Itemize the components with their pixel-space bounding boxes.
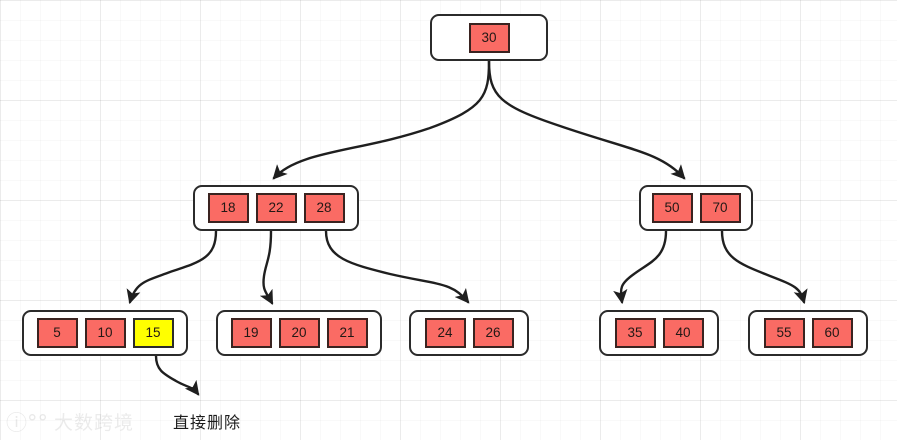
key-cell[interactable]: 28 xyxy=(303,193,345,223)
key-cell[interactable]: 24 xyxy=(424,318,466,348)
watermark-text: 大数跨境 xyxy=(54,412,135,434)
edge-right-internal-to-leaf-5 xyxy=(720,229,808,305)
key-cell[interactable]: 60 xyxy=(811,318,853,348)
key-cell[interactable]: 40 xyxy=(662,318,704,348)
key-cell[interactable]: 21 xyxy=(326,318,368,348)
key-cell[interactable]: 22 xyxy=(255,193,297,223)
key-cell[interactable]: 70 xyxy=(699,193,741,223)
key-cell[interactable]: 10 xyxy=(84,318,126,348)
edge-root-to-left-internal xyxy=(272,59,491,180)
key-cell-highlighted[interactable]: 15 xyxy=(132,318,174,348)
key-cell[interactable]: 26 xyxy=(472,318,514,348)
key-cell[interactable]: 55 xyxy=(763,318,805,348)
key-cell[interactable]: 5 xyxy=(36,318,78,348)
key-cell[interactable]: 20 xyxy=(278,318,320,348)
edge-left-internal-to-leaf-2 xyxy=(259,229,274,305)
node-root[interactable]: 30 xyxy=(430,14,548,61)
edge-highlight-to-annotation xyxy=(154,354,200,396)
node-leaf-1[interactable]: 5 10 15 xyxy=(22,310,188,356)
watermark: ⓘ°° 大数跨境 xyxy=(6,413,134,434)
edge-left-internal-to-leaf-1 xyxy=(126,229,218,305)
key-cell[interactable]: 50 xyxy=(651,193,693,223)
node-leaf-2[interactable]: 19 20 21 xyxy=(216,310,382,356)
edge-right-internal-to-leaf-4 xyxy=(613,229,668,305)
watermark-logo-icon: ⓘ°° xyxy=(6,411,48,435)
edge-root-to-right-internal xyxy=(487,59,686,180)
node-leaf-5[interactable]: 55 60 xyxy=(748,310,868,356)
key-cell[interactable]: 35 xyxy=(614,318,656,348)
node-leaf-4[interactable]: 35 40 xyxy=(599,310,719,356)
key-cell[interactable]: 18 xyxy=(207,193,249,223)
key-cell[interactable]: 30 xyxy=(468,22,510,53)
node-leaf-3[interactable]: 24 26 xyxy=(409,310,529,356)
key-cell[interactable]: 19 xyxy=(230,318,272,348)
annotation-delete-note: 直接删除 xyxy=(173,413,242,432)
edge-left-internal-to-leaf-3 xyxy=(324,229,470,304)
node-internal-right[interactable]: 50 70 xyxy=(639,185,753,231)
node-internal-left[interactable]: 18 22 28 xyxy=(193,185,359,231)
